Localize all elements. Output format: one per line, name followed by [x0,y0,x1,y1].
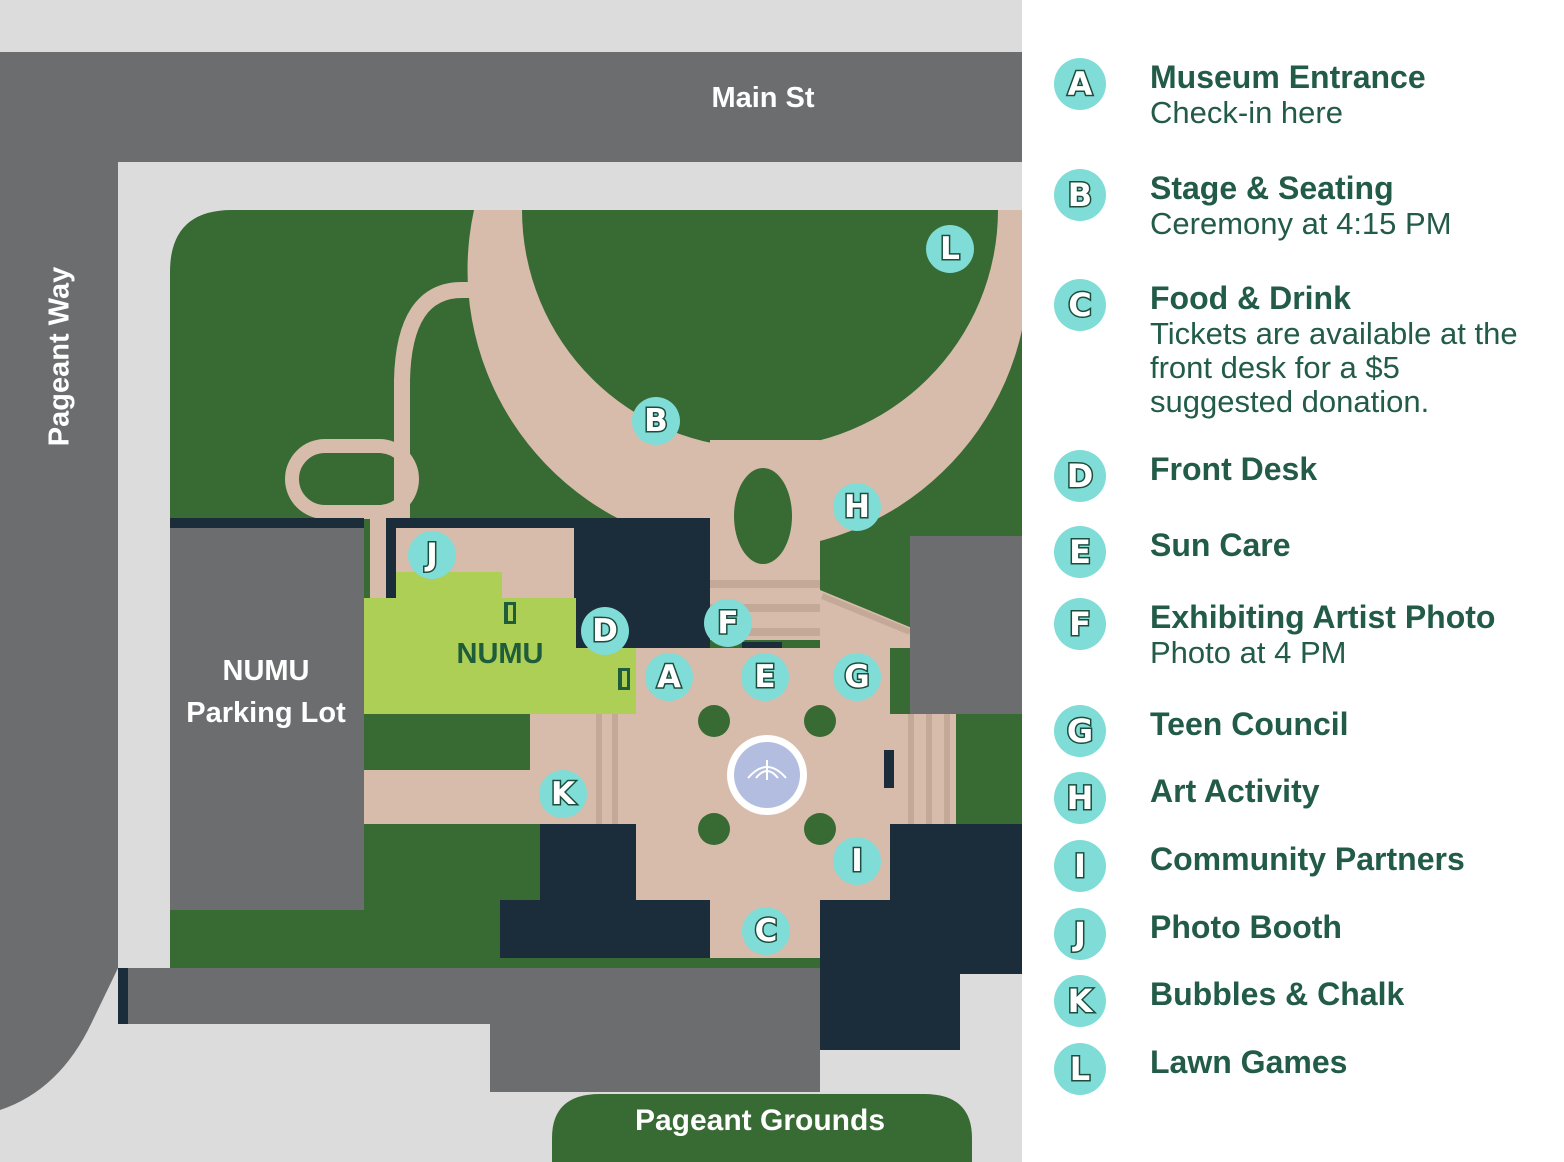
road-edge [118,968,128,1024]
map-marker-e[interactable]: E [741,653,789,701]
legend-marker-d: D [1054,450,1106,502]
legend-marker-i: I [1054,840,1106,892]
map-marker-c[interactable]: C [742,907,790,955]
pageant-grounds-label: Pageant Grounds [634,1104,886,1137]
oval-lawn [734,468,792,564]
legend-title: Bubbles & Chalk [1150,976,1405,1012]
curved-walk [394,282,488,520]
pageant-way-label: Pageant Way [43,266,76,447]
pageant-way-road [0,52,118,1110]
legend-marker-g: G [1054,705,1106,757]
legend-note: Tickets are available at the front desk … [1150,316,1518,419]
legend-note: Ceremony at 4:15 PM [1150,206,1452,241]
site-map: Main St Pageant Way Pageant Grounds NUMU… [0,0,1022,1162]
east-gray [910,536,1022,714]
map-marker-a[interactable]: A [645,653,693,701]
map-marker-d[interactable]: D [581,607,629,655]
legend-marker-l: L [1054,1043,1106,1095]
tree [804,705,836,737]
legend-title: Food & Drink [1150,280,1351,316]
legend-title: Front Desk [1150,451,1318,487]
map-marker-g[interactable]: G [833,653,881,701]
main-st-road [0,52,1022,162]
parking-lot-label: NUMU Parking Lot [186,655,346,729]
loop-walk [285,439,419,519]
legend-marker-f: F [1054,598,1106,650]
legend-marker-j: J [1054,908,1106,960]
pageant-grounds [552,1094,972,1162]
map-marker-j[interactable]: J [408,531,456,579]
legend-title: Exhibiting Artist Photo [1150,599,1496,635]
legend-title: Art Activity [1150,773,1320,809]
map-marker-b[interactable]: B [632,397,680,445]
legend-title: Sun Care [1150,527,1291,563]
legend-title: Lawn Games [1150,1044,1348,1080]
circle-lawn [522,210,998,448]
lower-road [118,968,960,1024]
map-graphic [0,52,1022,1162]
map-marker-f[interactable]: F [704,599,752,647]
map-marker-l[interactable]: L [926,225,974,273]
legend-marker-h: H [1054,772,1106,824]
tree [804,813,836,845]
legend-marker-k: K [1054,975,1106,1027]
legend-title: Museum Entrance [1150,59,1426,95]
legend-note: Photo at 4 PM [1150,635,1347,670]
legend-title: Community Partners [1150,841,1465,877]
legend-note: Check-in here [1150,95,1343,130]
map-marker-h[interactable]: H [833,483,881,531]
main-st-label: Main St [711,82,815,114]
tree [698,705,730,737]
legend-title: Teen Council [1150,706,1349,742]
legend-title: Stage & Seating [1150,170,1394,206]
tree [698,813,730,845]
legend-title: Photo Booth [1150,909,1342,945]
map-marker-i[interactable]: I [833,837,881,885]
map-marker-k[interactable]: K [539,770,587,818]
numu-building-label: NUMU [456,638,544,670]
fountain-spray-icon [747,760,787,780]
parking-lot [170,518,364,910]
k-walk [364,770,536,824]
legend-marker-c: C [1054,279,1106,331]
legend-marker-b: B [1054,169,1106,221]
lower-road-block [490,1024,820,1092]
legend-marker-e: E [1054,526,1106,578]
legend-marker-a: A [1054,58,1106,110]
